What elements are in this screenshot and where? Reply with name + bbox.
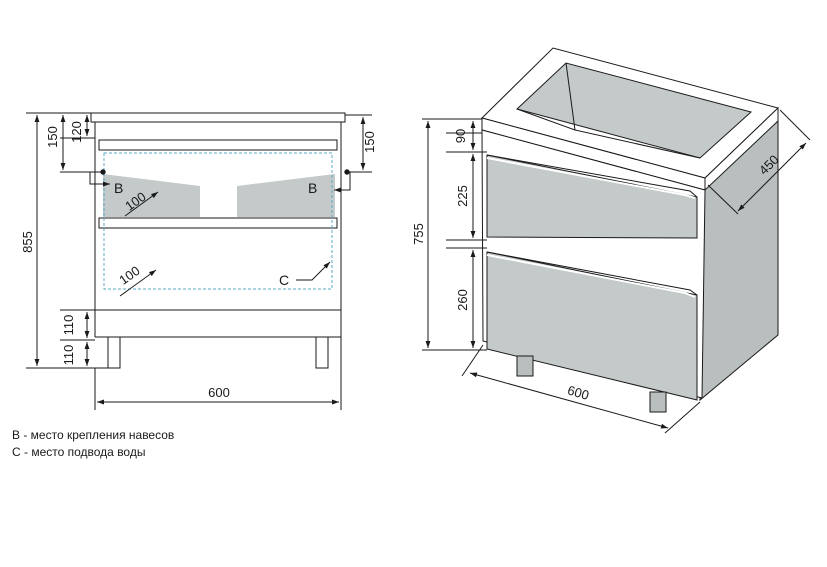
top-rail	[98, 139, 338, 151]
countertop	[90, 112, 346, 123]
dim-110-lower: 110	[61, 345, 76, 366]
iso-leg-left	[516, 355, 534, 377]
right-leg	[315, 336, 329, 369]
label-c: C	[279, 272, 289, 288]
dim-600-iso: 600	[566, 382, 591, 402]
basin-right-section	[237, 174, 335, 217]
iso-leg-right	[649, 391, 667, 413]
middle-rail	[98, 217, 338, 229]
dim-755: 755	[411, 223, 426, 245]
dim-150-left: 150	[45, 126, 60, 148]
label-b-right: B	[308, 180, 317, 196]
label-b-left: B	[114, 180, 123, 196]
basin-bowl	[516, 62, 753, 159]
legend-c-note: C - место подвода воды	[12, 445, 146, 459]
isometric-view	[422, 47, 811, 434]
dim-225: 225	[455, 185, 470, 207]
dim-90: 90	[453, 129, 468, 143]
dim-260: 260	[455, 289, 470, 311]
upper-drawer	[486, 154, 698, 239]
dim-150-right: 150	[362, 131, 377, 153]
lower-drawer	[486, 251, 698, 401]
front-view	[26, 112, 372, 410]
dim-600-front: 600	[208, 385, 230, 400]
dim-110-upper: 110	[61, 315, 76, 336]
dim-120: 120	[69, 121, 84, 143]
legend-b-note: B - место крепления навесов	[12, 428, 175, 442]
left-leg	[107, 336, 121, 369]
dim-855: 855	[20, 231, 35, 253]
inner-dashed-outline	[103, 152, 333, 290]
